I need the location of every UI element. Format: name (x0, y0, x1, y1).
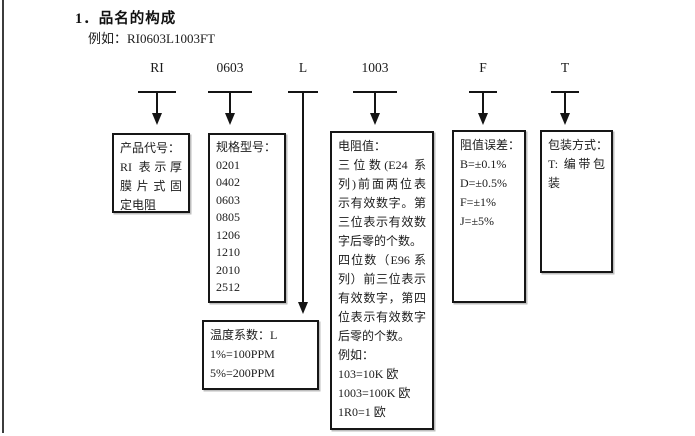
text-line: 0201 (216, 157, 240, 172)
text-line: T: 编带包 (548, 157, 605, 171)
text-line: J=±5% (460, 214, 495, 228)
text-line: 列)前面两位表 (338, 177, 426, 191)
text-line: 包装方式： (548, 138, 609, 152)
example-text: 例如：RI0603L1003FT (88, 31, 216, 46)
down-arrow (156, 91, 158, 115)
text-line: 后零的个数。 (338, 329, 411, 343)
down-arrow (482, 91, 484, 115)
arrowhead-icon (370, 113, 380, 125)
text-line: 规格型号： (216, 140, 277, 154)
arrowhead-icon (560, 113, 570, 125)
text-line: RI 表示厚 (120, 160, 182, 174)
text-line: 温度系数：L (210, 328, 278, 342)
text-line: 0603 (216, 192, 240, 207)
text-line: 四位数（E96 系 (338, 253, 426, 267)
resistance-value-box: 电阻值： 三位数(E24 系 列)前面两位表 示有效数字。第 三位表示有效数 字… (330, 131, 434, 430)
text-line: 阻值误差： (460, 138, 521, 152)
text-line: 有效数字，第四 (338, 291, 426, 305)
code-segment-l: L (298, 60, 308, 75)
text-line: 例如： (338, 348, 375, 362)
down-arrow (229, 91, 231, 115)
text-line: 0402 (216, 175, 240, 189)
arrowhead-icon (225, 113, 235, 125)
text-line: 5%=200PPM (210, 366, 275, 380)
text-line: 三位表示有效数 (338, 215, 426, 229)
text-line: 列）前三位表示 (338, 272, 426, 286)
text-line: 2010 (216, 262, 240, 277)
text-line: 1206 (216, 227, 240, 242)
text-line: 定电阻 (120, 198, 157, 212)
code-segment-t: T (560, 60, 570, 75)
temp-coefficient-box: 温度系数：L 1%=100PPM 5%=200PPM (202, 320, 319, 390)
text-line: 产品代号： (120, 141, 181, 155)
text-line: 三位数(E24 系 (338, 158, 426, 172)
text-line: 电阻值： (338, 139, 387, 153)
text-line: D=±0.5% (460, 176, 508, 190)
product-code-box: 产品代号： RI 表示厚 膜片式固 定电阻 (112, 133, 190, 213)
text-line: 膜片式固 (120, 179, 182, 193)
text-line: 1210 (216, 245, 240, 259)
text-line: 103=10K 欧 (338, 367, 399, 381)
text-line: 装 (548, 176, 561, 190)
text-line: 1003=100K 欧 (338, 386, 411, 400)
text-line: 字后零的个数。 (338, 234, 423, 248)
down-arrow (302, 91, 304, 303)
text-line: 示有效数字。第 (338, 196, 426, 210)
code-segment-1003: 1003 (361, 60, 389, 75)
arrowhead-icon (298, 302, 308, 314)
down-arrow (564, 91, 566, 115)
spec-model-box: 规格型号： 0201 0402 0603 0805 1206 1210 2010… (208, 133, 286, 303)
scan-edge (2, 0, 4, 433)
code-segment-0603: 0603 (216, 60, 244, 75)
code-segment-ri: RI (150, 60, 164, 75)
text-line: 0805 (216, 210, 240, 224)
section-title: 1．品名的构成 (75, 11, 177, 27)
text-line: 1R0=1 欧 (338, 405, 386, 419)
text-line: 位表示有效数字 (338, 310, 426, 324)
arrowhead-icon (478, 113, 488, 125)
down-arrow (374, 91, 376, 115)
text-line: F=±1% (460, 195, 497, 209)
code-segment-f: F (479, 60, 487, 75)
text-line: B=±0.1% (460, 157, 507, 171)
text-line: 1%=100PPM (210, 347, 275, 361)
tolerance-box: 阻值误差： B=±0.1% D=±0.5% F=±1% J=±5% (452, 130, 526, 303)
packaging-box: 包装方式： T: 编带包 装 (540, 130, 613, 273)
text-line: 2512 (216, 280, 240, 294)
arrowhead-icon (152, 113, 162, 125)
